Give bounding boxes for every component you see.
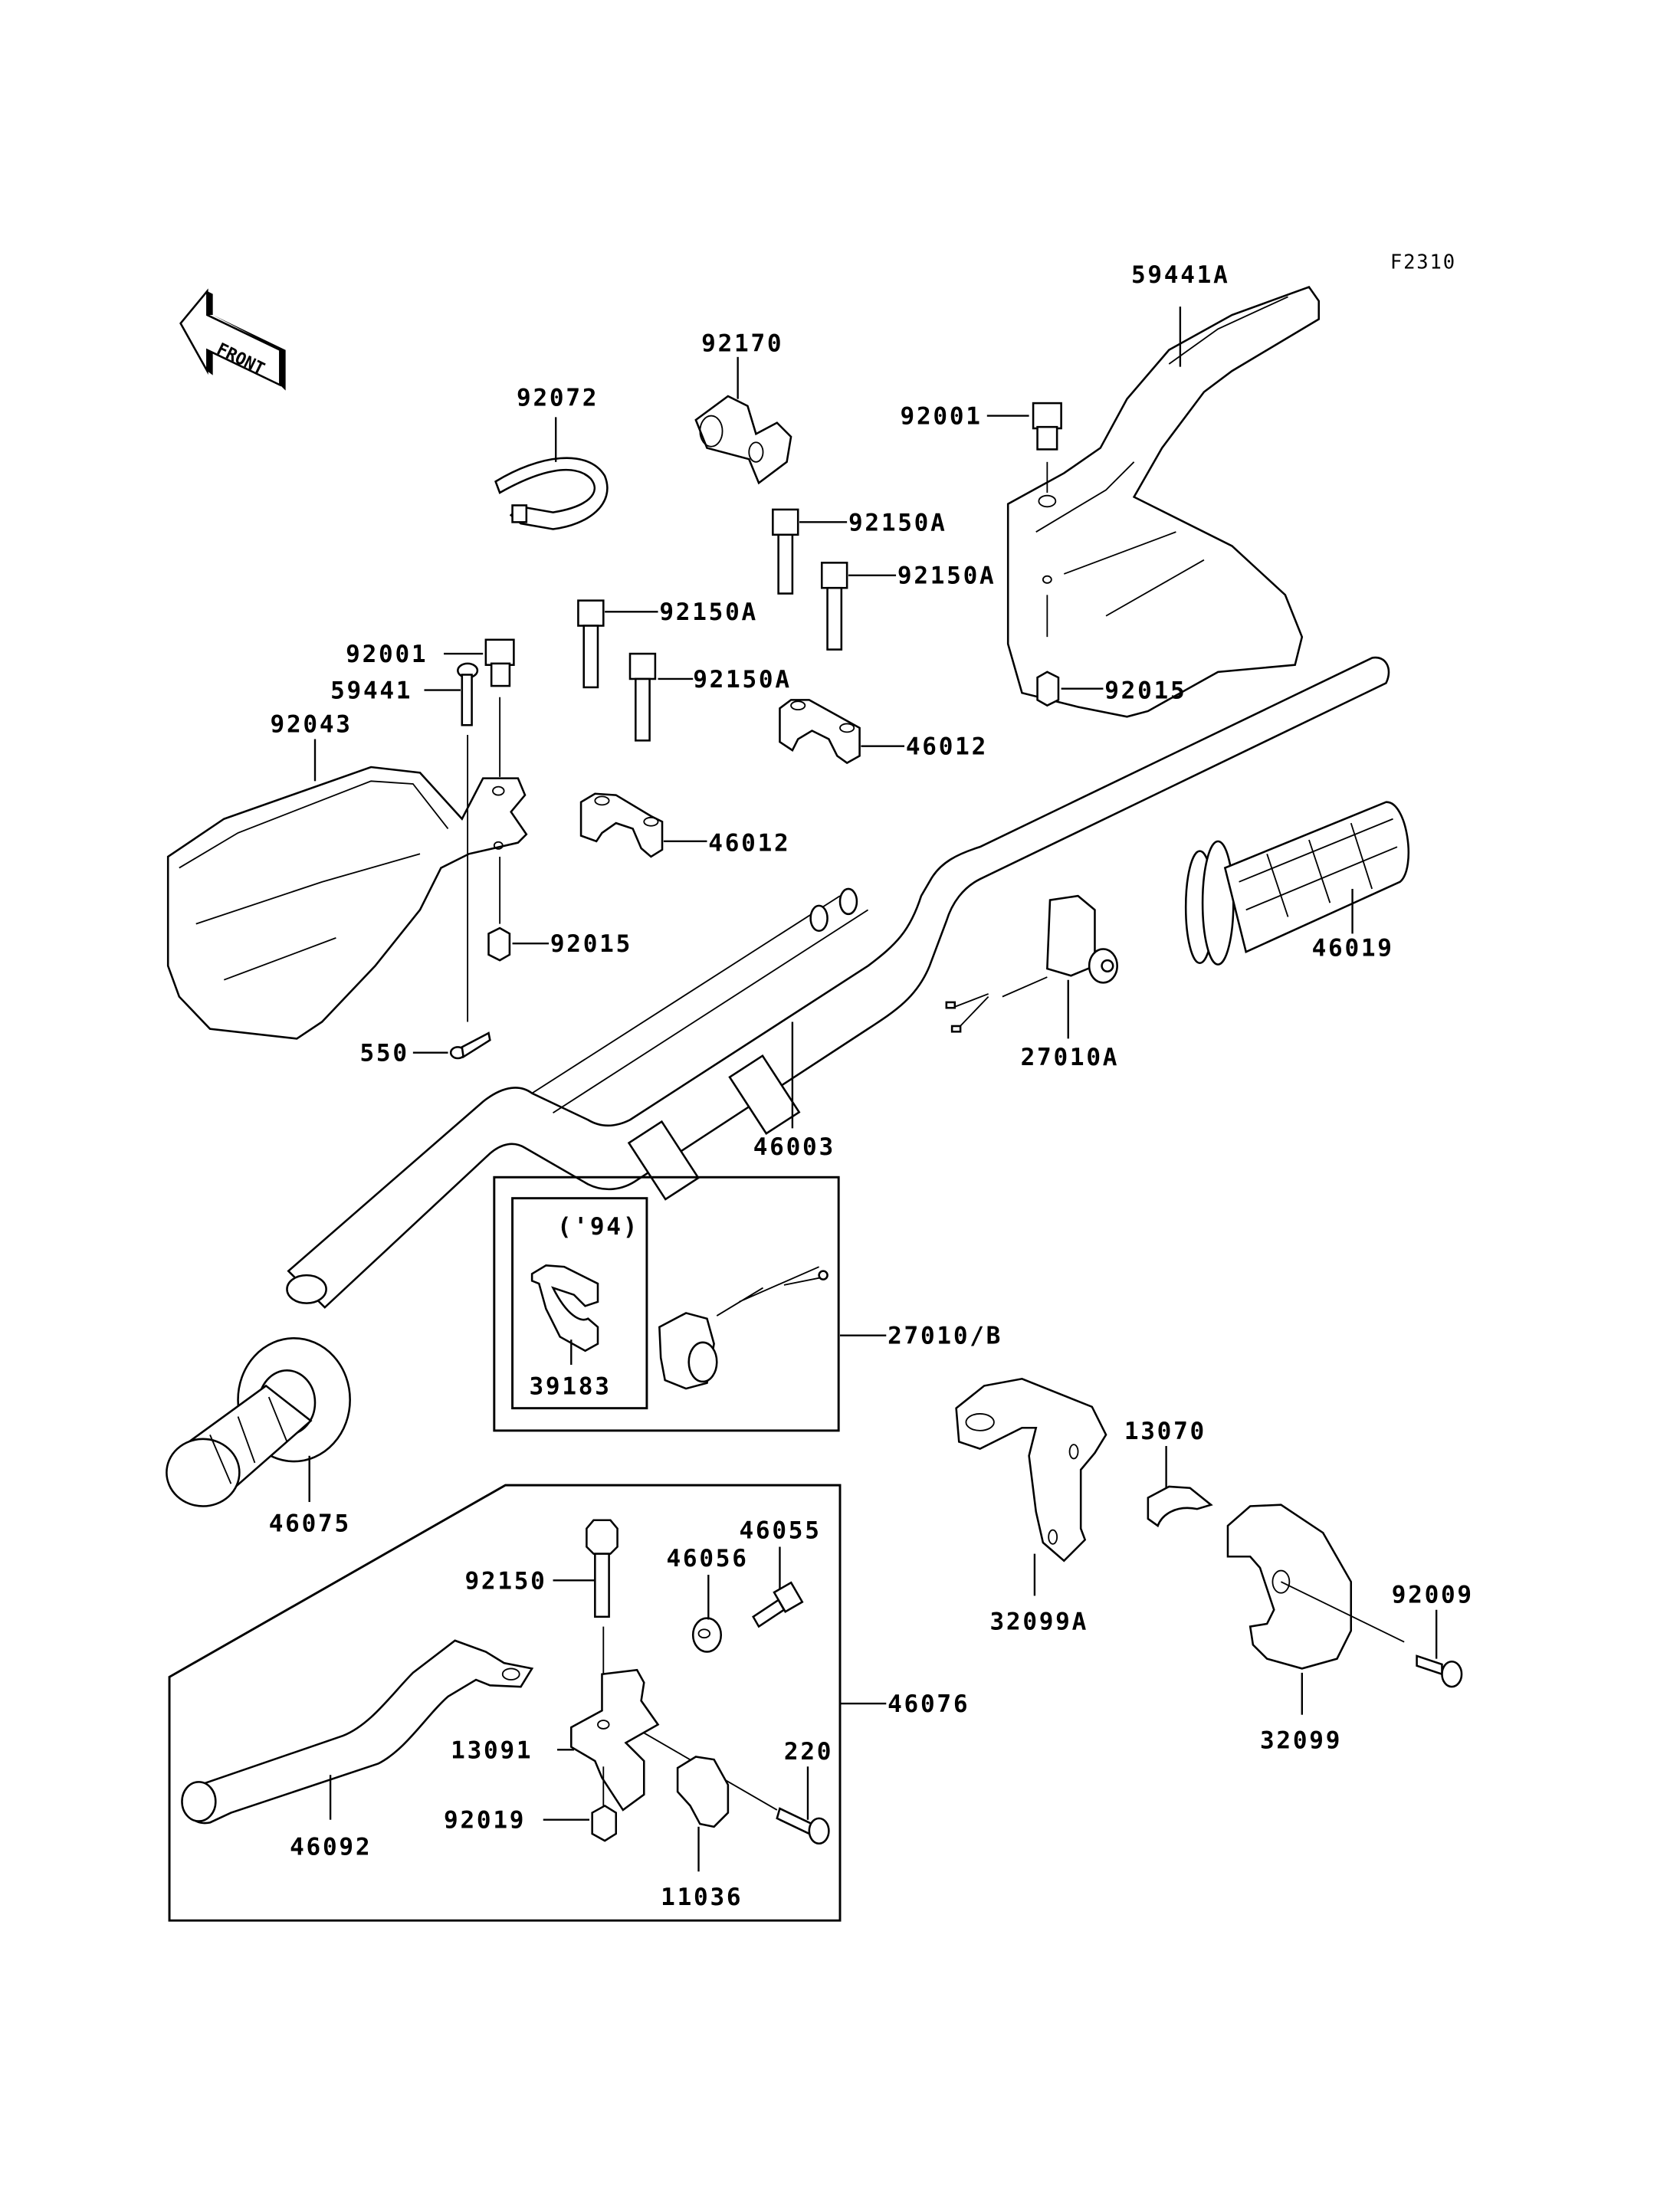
year-note: ('94) (557, 1213, 639, 1241)
handlebar-holder-icon-1 (779, 699, 861, 765)
callout-46076[interactable]: 46076 (888, 1690, 970, 1718)
clutch-lever-icon (181, 1639, 534, 1825)
callout-92015-right[interactable]: 92015 (1104, 677, 1186, 705)
screw-icon (776, 1807, 830, 1845)
callout-39183[interactable]: 39183 (529, 1372, 611, 1400)
callout-27010a[interactable]: 27010A (1021, 1044, 1120, 1071)
adjuster-icon (752, 1581, 804, 1628)
callout-32099[interactable]: 32099 (1260, 1727, 1342, 1755)
lever-bolt-icon (586, 1519, 619, 1618)
holder-clamp-icon (676, 1756, 730, 1828)
callout-92043[interactable]: 59441 (330, 677, 412, 705)
bolt-icon-3 (577, 599, 605, 689)
callout-92170[interactable]: 92170 (701, 330, 783, 358)
cotter-pin-icon (449, 1031, 491, 1060)
right-hand-guard (1006, 285, 1320, 718)
callout-92150a-1[interactable]: 92150A (848, 509, 947, 536)
bracket-icon (530, 1264, 599, 1353)
throttle-case-upper-icon (955, 1377, 1107, 1562)
callout-550[interactable]: 550 (359, 1040, 409, 1067)
screw-icon (1416, 1654, 1463, 1688)
callout-13070[interactable]: 13070 (1124, 1418, 1206, 1445)
pin-icon (457, 662, 479, 726)
callout-46075[interactable]: 46075 (269, 1510, 351, 1537)
bolt-icon-2 (820, 562, 848, 651)
lever-holder-icon (570, 1668, 660, 1812)
callout-92150a-4[interactable]: 92150A (693, 666, 792, 694)
callout-92072[interactable]: 92072 (517, 385, 599, 412)
callout-92009[interactable]: 92009 (1392, 1582, 1474, 1609)
stop-switch-icon (945, 894, 1118, 1033)
left-grip-icon (166, 1337, 351, 1507)
cable-clamp-icon (694, 395, 792, 485)
callout-59441a[interactable]: 59441A (1131, 261, 1230, 289)
callout-220[interactable]: 220 (784, 1738, 833, 1766)
callout-32099a[interactable]: 32099A (989, 1608, 1088, 1635)
callout-59441[interactable]: 92043 (271, 710, 353, 738)
callout-27010b[interactable]: 27010/B (888, 1323, 1002, 1350)
callout-46055[interactable]: 46055 (739, 1517, 821, 1545)
switch-icon (658, 1266, 829, 1390)
callout-46012-1[interactable]: 46012 (906, 733, 988, 761)
plate-icon (1147, 1485, 1213, 1528)
callout-46019[interactable]: 46019 (1312, 935, 1394, 962)
left-hand-guard (166, 766, 528, 1040)
figure-code: F2310 (1390, 251, 1456, 274)
callout-92150a-3[interactable]: 92150A (659, 598, 758, 626)
callout-92015-left[interactable]: 92015 (550, 930, 632, 958)
callout-46012-2[interactable]: 46012 (708, 830, 790, 857)
callout-11036[interactable]: 11036 (661, 1884, 743, 1911)
callout-46003[interactable]: 46003 (753, 1133, 835, 1161)
lock-nut-icon (691, 1617, 723, 1653)
front-arrow-icon: FRONT (179, 288, 286, 391)
callout-92150[interactable]: 92150 (464, 1567, 546, 1595)
callout-92001-right[interactable]: 92001 (901, 403, 983, 431)
bolt-icon-1 (772, 508, 799, 595)
handlebar (286, 656, 1390, 1309)
callout-92150a-2[interactable]: 92150A (897, 562, 996, 590)
hex-nut-icon (591, 1804, 618, 1842)
callout-92019[interactable]: 92019 (444, 1807, 526, 1835)
flange-bolt-icon (1032, 402, 1062, 451)
hex-nut-icon (1036, 671, 1060, 707)
band-icon (494, 457, 609, 530)
switch-assembly-frame (493, 1176, 840, 1432)
callout-92001-left[interactable]: 92001 (346, 641, 428, 668)
hex-nut-icon (487, 926, 511, 962)
callout-46056[interactable]: 46056 (666, 1545, 748, 1572)
callout-46092[interactable]: 46092 (290, 1833, 372, 1861)
callout-13091[interactable]: 13091 (451, 1736, 533, 1764)
flange-bolt-icon (484, 638, 515, 687)
handlebar-holder-icon-2 (579, 792, 664, 858)
year-variant-frame (511, 1197, 648, 1410)
throttle-grip-icon (1184, 801, 1409, 966)
bolt-icon-4 (628, 652, 657, 742)
throttle-case-lower-icon (1226, 1503, 1405, 1670)
